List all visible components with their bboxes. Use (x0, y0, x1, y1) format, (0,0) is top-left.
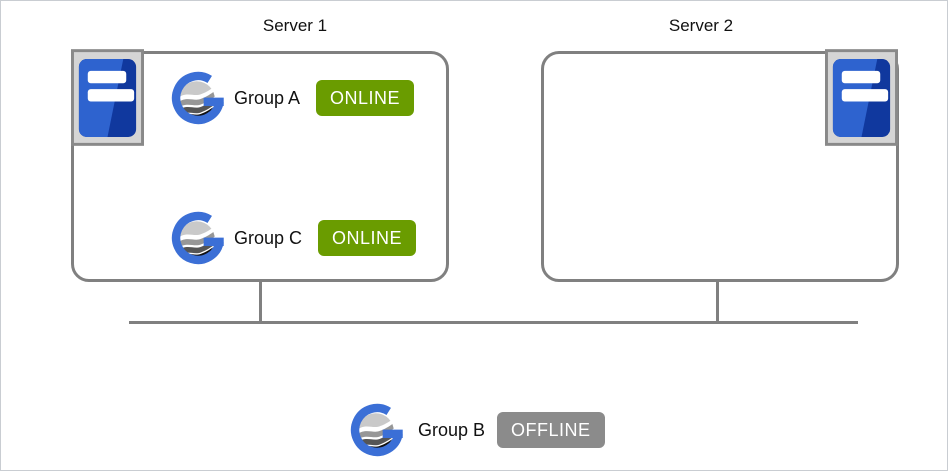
server-2-title: Server 2 (668, 16, 734, 35)
server-1-title: Server 1 (262, 16, 328, 35)
group-c-status-badge: ONLINE (318, 220, 417, 256)
group-a-logo-icon (171, 70, 227, 126)
server-2-connector-line (716, 280, 719, 324)
group-b-name: Group B (418, 419, 486, 440)
group-b-status-badge: OFFLINE (497, 412, 605, 448)
server-1-connector-line (259, 280, 262, 324)
group-b-row: Group B OFFLINE (350, 402, 605, 458)
group-a-row: Group A ONLINE (171, 70, 415, 126)
group-a-status-badge: ONLINE (316, 80, 415, 116)
group-b-logo-icon (350, 402, 406, 458)
server-2-icon (825, 49, 898, 146)
server-1-icon (71, 49, 144, 146)
network-bus-line (129, 321, 858, 324)
group-c-logo-icon (171, 210, 227, 266)
group-c-name: Group C (234, 227, 303, 248)
group-c-row: Group C ONLINE (171, 210, 417, 266)
group-a-name: Group A (234, 87, 301, 108)
